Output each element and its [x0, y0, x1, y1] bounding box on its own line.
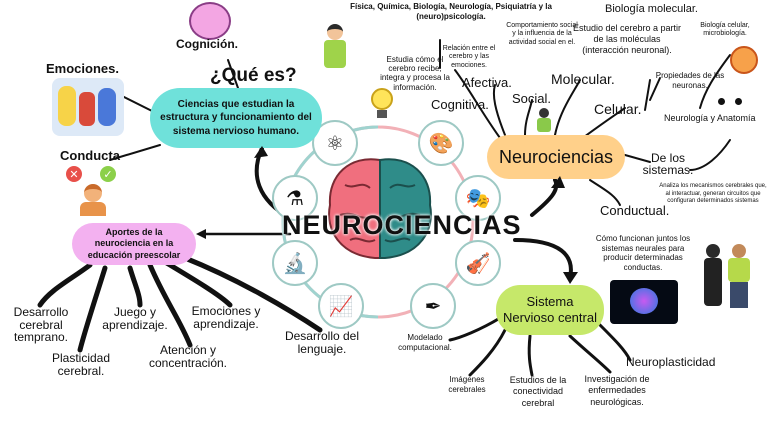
- molecular-label: Molecular.: [551, 71, 615, 87]
- girl-illustration: [320, 24, 350, 72]
- aporte-desarrollo-cerebral: Desarrollo cerebral temprano.: [13, 305, 69, 345]
- anatomia-label: Neurología y Anatomía: [664, 113, 756, 123]
- microscope-icon: 🔬: [272, 240, 318, 286]
- couple-illustration: [704, 244, 756, 310]
- que-es-label: ¿Qué es?: [210, 65, 297, 86]
- sn-neuroplasticidad: Neuroplasticidad: [626, 355, 716, 369]
- afectiva-label: Afectiva.: [462, 75, 512, 90]
- social-note: Comportamiento social y la influencia de…: [506, 22, 578, 46]
- neuro-top-text: Física, Química, Biología, Neurología, P…: [350, 2, 552, 22]
- cross-icon: ✕: [66, 166, 82, 182]
- conductual-note: Cómo funcionan juntos los sistemas neura…: [595, 234, 691, 272]
- quill-icon: ✒: [410, 283, 456, 329]
- definition-bubble: Ciencias que estudian la estructura y fu…: [150, 88, 322, 148]
- celular-note: Biología celular, microbiología.: [700, 22, 750, 38]
- sn-investigacion: Investigación de enfermedades neurológic…: [584, 374, 650, 407]
- celular-note2: Propiedades de las neuronas.: [655, 71, 725, 90]
- afectiva-note: Relación entre el cerebro y las emocione…: [442, 45, 496, 69]
- boy-icon: [80, 184, 106, 218]
- palette-icon: 🎨: [418, 120, 464, 166]
- cognicion-label: Cognición.: [176, 37, 238, 51]
- sn-conectividad: Estudios de la conectividad cerebral: [509, 375, 567, 408]
- sn-imagenes: Imágenes cerebrales: [448, 375, 486, 394]
- cognitiva-label: Cognitiva.: [431, 97, 489, 112]
- social-label: Social.: [512, 91, 552, 106]
- aporte-juego: Juego y aprendizaje.: [102, 305, 168, 332]
- conducta-label: Conducta: [60, 148, 120, 163]
- brain-scan-image: [610, 280, 678, 324]
- eyes-icon: [716, 96, 746, 108]
- brain-pink-icon: [189, 2, 231, 40]
- chart-icon: 📈: [318, 283, 364, 329]
- neurociencias-bubble: Neurociencias: [487, 135, 625, 179]
- celular-label: Celular.: [594, 101, 642, 117]
- cell-icon: [730, 46, 758, 74]
- sn-modelado: Modelado computacional.: [398, 333, 452, 352]
- person-sitting-icon: [536, 108, 552, 134]
- violin-icon: 🎻: [455, 240, 501, 286]
- brain-illustration: [328, 158, 432, 259]
- center-title: NEUROCIENCIAS: [282, 210, 522, 240]
- aporte-atencion: Atención y concentración.: [148, 343, 228, 370]
- conductual-label: Conductual.: [600, 203, 670, 218]
- aporte-emociones: Emociones y aprendizaje.: [191, 304, 261, 331]
- sistema-nervioso-bubble: Sistema Nervioso central: [496, 285, 604, 335]
- molecular-note: Estudio del cerebro a partir de las molé…: [572, 23, 682, 55]
- aporte-plasticidad: Plasticidad cerebral.: [51, 351, 111, 378]
- sistemas-note: Analiza los mecanismos cerebrales que, a…: [659, 183, 767, 204]
- cognitiva-note: Estudia cómo el cerebro recibe, integra …: [380, 55, 450, 92]
- emociones-label: Emociones.: [46, 61, 119, 76]
- masks-icon: 🎭: [455, 175, 501, 221]
- atom-icon: ⚛: [312, 120, 358, 166]
- lightbulb-icon: [368, 88, 396, 122]
- molecular-title: Biología molecular.: [605, 3, 698, 15]
- aportes-bubble: Aportes de la neurociencia en la educaci…: [72, 223, 196, 265]
- flask-icon: ⚗: [272, 175, 318, 221]
- emotions-illustration: [52, 78, 124, 136]
- sistemas-label: De los sistemas.: [642, 151, 694, 177]
- aporte-lenguaje: Desarrollo del lenguaje.: [284, 329, 360, 356]
- check-icon: ✓: [100, 166, 116, 182]
